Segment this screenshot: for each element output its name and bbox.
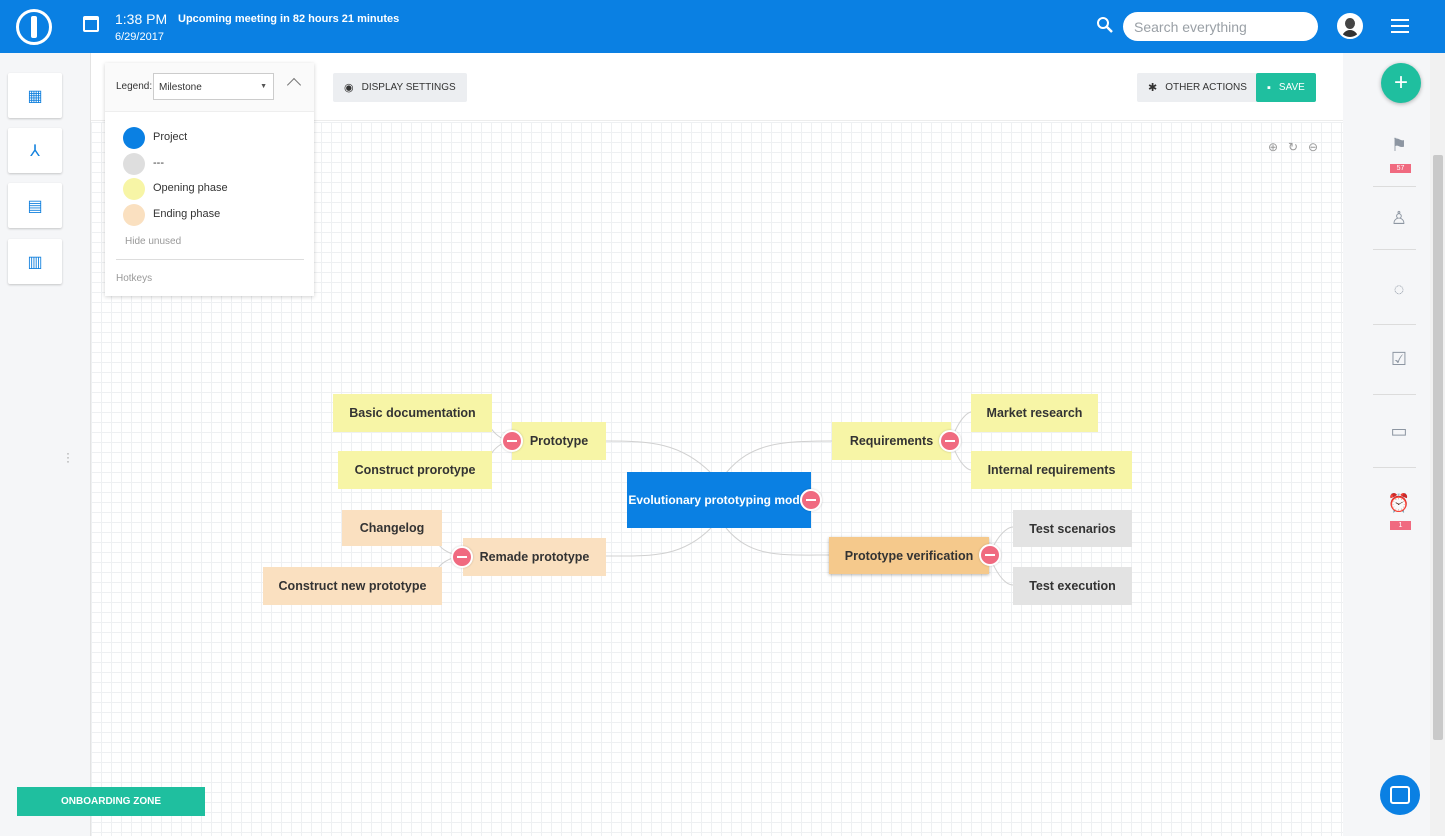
user-avatar[interactable] bbox=[1337, 13, 1363, 39]
bar-chart-icon: ▥ bbox=[27, 253, 43, 271]
search-icon[interactable] bbox=[1096, 16, 1114, 34]
clipboard-check-icon: ☑ bbox=[1390, 348, 1408, 369]
mindmap-node-test-scenarios[interactable]: Test scenarios bbox=[1013, 510, 1132, 547]
zoom-in-icon[interactable]: ⊕ bbox=[1267, 140, 1279, 154]
divider bbox=[1373, 249, 1416, 250]
resize-handle-icon[interactable]: ··· bbox=[66, 446, 70, 468]
user-button[interactable]: ♙ bbox=[1379, 198, 1419, 238]
dashboard-icon: ▦ bbox=[27, 87, 43, 105]
reports-button[interactable]: ▥ bbox=[8, 239, 62, 284]
alarm-button[interactable]: ⏰ bbox=[1379, 483, 1419, 523]
legend-swatch bbox=[123, 127, 145, 149]
divider bbox=[1373, 186, 1416, 187]
eye-icon: ◉ bbox=[344, 82, 354, 94]
other-actions-button[interactable]: ✱OTHER ACTIONS bbox=[1137, 73, 1258, 102]
mindmap-node-requirements[interactable]: Requirements bbox=[832, 422, 951, 460]
structure-button[interactable]: ⅄ bbox=[8, 128, 62, 173]
main-panel: ◉DISPLAY SETTINGS ✱OTHER ACTIONS ▪SAVE ⊕… bbox=[90, 53, 1344, 836]
comment-icon: ▭ bbox=[1390, 420, 1408, 441]
flag-button[interactable]: ⚑ bbox=[1379, 125, 1419, 165]
divider bbox=[116, 259, 304, 260]
lightbulb-icon: ◌ bbox=[1393, 278, 1405, 299]
zoom-out-icon[interactable]: ⊖ bbox=[1307, 140, 1319, 154]
tasks-button[interactable]: ▤ bbox=[8, 183, 62, 228]
user-icon: ♙ bbox=[1390, 207, 1408, 228]
caret-down-icon: ▼ bbox=[260, 83, 267, 90]
reset-zoom-icon[interactable]: ↻ bbox=[1287, 140, 1299, 154]
legend-swatch bbox=[123, 153, 145, 175]
tree-icon: ⅄ bbox=[30, 142, 40, 160]
comments-button[interactable]: ▭ bbox=[1379, 411, 1419, 451]
legend-header: Legend: Milestone▼ bbox=[105, 63, 314, 112]
collapse-icon[interactable] bbox=[501, 430, 523, 452]
collapse-icon[interactable] bbox=[800, 489, 822, 511]
floppy-icon: ▪ bbox=[1267, 81, 1271, 94]
calendar-icon[interactable] bbox=[83, 16, 99, 32]
save-button[interactable]: ▪SAVE bbox=[1256, 73, 1316, 102]
mindmap-node-basic-documentation[interactable]: Basic documentation bbox=[333, 394, 492, 432]
divider bbox=[1373, 394, 1416, 395]
gear-icon: ✱ bbox=[1148, 82, 1158, 94]
hide-unused-link[interactable]: Hide unused bbox=[125, 236, 182, 247]
hamburger-menu-icon[interactable] bbox=[1391, 19, 1409, 33]
dashboard-button[interactable]: ▦ bbox=[8, 73, 62, 118]
collapse-icon[interactable] bbox=[939, 430, 961, 452]
mindmap-node-market-research[interactable]: Market research bbox=[971, 394, 1098, 432]
flag-badge: 57 bbox=[1390, 164, 1411, 173]
zoom-tools: ⊕ ↻ ⊖ bbox=[1263, 140, 1323, 154]
scrollbar-thumb[interactable] bbox=[1433, 155, 1443, 740]
legend-swatch bbox=[123, 178, 145, 200]
plus-icon: + bbox=[1393, 69, 1408, 96]
clock-time: 1:38 PM bbox=[115, 11, 168, 27]
checklist-button[interactable]: ☑ bbox=[1379, 339, 1419, 379]
clock-date: 6/29/2017 bbox=[115, 31, 164, 43]
collapse-icon[interactable] bbox=[451, 546, 473, 568]
top-bar: 1:38 PM 6/29/2017 Upcoming meeting in 82… bbox=[0, 0, 1445, 53]
mindmap-node-construct-new-prototype[interactable]: Construct new prototype bbox=[263, 567, 442, 605]
add-button[interactable]: + bbox=[1381, 63, 1421, 103]
alarm-badge: 1 bbox=[1390, 521, 1411, 530]
divider bbox=[1373, 467, 1416, 468]
collapse-icon[interactable] bbox=[979, 544, 1001, 566]
upcoming-meeting[interactable]: Upcoming meeting in 82 hours 21 minutes bbox=[178, 13, 400, 25]
chat-icon[interactable] bbox=[1380, 775, 1420, 815]
search-input[interactable] bbox=[1123, 12, 1318, 41]
chevron-up-icon[interactable] bbox=[286, 77, 302, 93]
app-logo[interactable] bbox=[16, 9, 52, 45]
display-settings-button[interactable]: ◉DISPLAY SETTINGS bbox=[333, 73, 467, 102]
mindmap-node-changelog[interactable]: Changelog bbox=[342, 510, 442, 546]
mindmap-root-node[interactable]: Evolutionary prototyping model bbox=[627, 472, 811, 528]
mindmap-node-prototype[interactable]: Prototype bbox=[512, 422, 606, 460]
left-sidebar: ▦ ⅄ ▤ ▥ ··· bbox=[0, 53, 90, 836]
legend-select[interactable]: Milestone▼ bbox=[153, 73, 274, 100]
alarm-clock-icon: ⏰ bbox=[1387, 492, 1411, 513]
mindmap-node-test-execution[interactable]: Test execution bbox=[1013, 567, 1132, 605]
flag-icon: ⚑ bbox=[1390, 134, 1408, 155]
mindmap-node-remade-prototype[interactable]: Remade prototype bbox=[463, 538, 606, 576]
hotkeys-link[interactable]: Hotkeys bbox=[116, 273, 153, 284]
onboarding-zone-button[interactable]: ONBOARDING ZONE bbox=[17, 787, 205, 816]
clipboard-icon: ▤ bbox=[27, 197, 43, 215]
legend-label: Legend: bbox=[116, 81, 153, 92]
ideas-button[interactable]: ◌ bbox=[1379, 269, 1419, 309]
legend-swatch bbox=[123, 204, 145, 226]
divider bbox=[1373, 324, 1416, 325]
mindmap-node-construct-prorotype[interactable]: Construct prorotype bbox=[338, 451, 492, 489]
mindmap-node-prototype-verification[interactable]: Prototype verification bbox=[829, 537, 989, 574]
right-sidebar: + ⚑ 57 ♙ ◌ ☑ ▭ ⏰ 1 bbox=[1343, 53, 1445, 836]
legend-panel: Legend: Milestone▼ Project --- Opening p… bbox=[105, 63, 314, 296]
mindmap-node-internal-requirements[interactable]: Internal requirements bbox=[971, 451, 1132, 489]
